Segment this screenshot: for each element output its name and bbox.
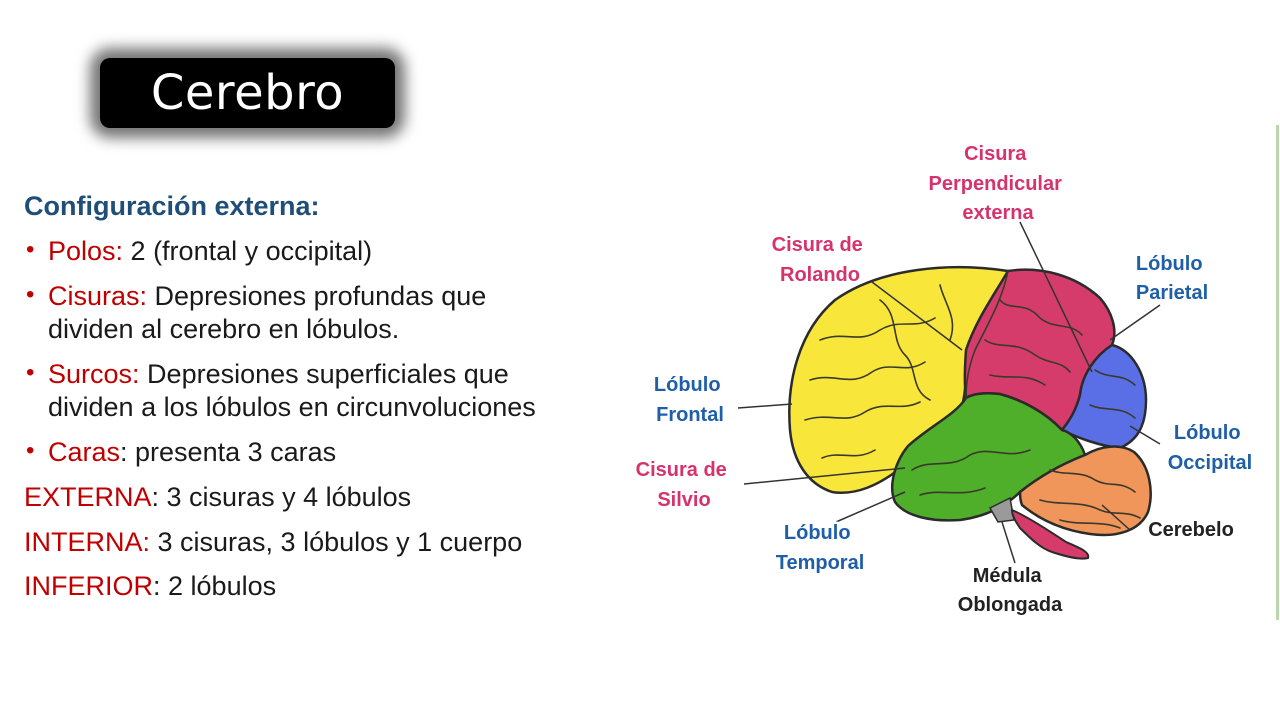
section-heading: Configuración externa: <box>24 191 320 221</box>
desc-inferior: : 2 lóbulos <box>153 571 277 602</box>
desc-cisuras-2: dividen al cerebro en lóbulos. <box>48 313 400 344</box>
desc-caras: : presenta 3 caras <box>120 436 337 467</box>
title-box: Cerebro <box>100 58 395 128</box>
label-cerebelo: Cerebelo <box>1148 519 1234 541</box>
label-lobulo-frontal-l2: Frontal <box>656 404 724 426</box>
label-lobulo-temporal: Lóbulo Temporal <box>776 522 865 574</box>
term-cisuras: Cisuras: <box>48 280 148 311</box>
label-medula-l2: Oblongada <box>958 594 1063 616</box>
term-interna: INTERNA: <box>24 526 151 557</box>
desc-polos: 2 (frontal y occipital) <box>123 235 373 266</box>
sulci-lines <box>804 270 1141 529</box>
term-caras: Caras <box>48 436 121 467</box>
label-medula-oblongada: Médula Oblongada <box>958 565 1063 616</box>
desc-interna: 3 cisuras, 3 lóbulos y 1 cuerpo <box>150 526 523 557</box>
lobe-occipital <box>1060 343 1148 450</box>
label-cisura-perpendicular-l3: externa <box>962 202 1034 224</box>
term-externa: EXTERNA <box>24 481 152 512</box>
label-cisura-rolando-l2: Rolando <box>780 264 860 286</box>
desc-surcos: Depresiones superficiales que <box>139 358 509 389</box>
desc-externa: : 3 cisuras y 4 lóbulos <box>151 481 412 512</box>
page-title: Cerebro <box>150 65 345 121</box>
label-cisura-perpendicular-l1: Cisura <box>964 143 1027 165</box>
label-lobulo-occipital: Lóbulo Occipital <box>1168 422 1252 474</box>
face-inferior: INFERIOR: 2 lóbulos <box>24 570 624 603</box>
bullet-list: Polos: 2 (frontal y occipital) Cisuras: … <box>24 235 624 469</box>
image-edge <box>1276 125 1279 620</box>
desc-cisuras: Depresiones profundas que <box>147 280 487 311</box>
label-cisura-silvio: Cisura de Silvio <box>636 459 733 511</box>
text-content: Configuración externa: Polos: 2 (frontal… <box>24 190 624 615</box>
label-cisura-perpendicular: Cisura Perpendicular externa <box>929 143 1068 224</box>
label-cisura-silvio-l1: Cisura de <box>636 459 727 481</box>
label-lobulo-frontal: Lóbulo Frontal <box>654 374 726 426</box>
term-polos: Polos: <box>48 235 124 266</box>
leader-lines <box>737 221 1161 564</box>
label-lobulo-parietal-l2: Parietal <box>1136 282 1208 304</box>
label-lobulo-parietal: Lóbulo Parietal <box>1136 253 1208 304</box>
bullet-polos: Polos: 2 (frontal y occipital) <box>24 235 624 268</box>
label-cisura-silvio-l2: Silvio <box>657 489 710 511</box>
label-lobulo-temporal-l1: Lóbulo <box>784 522 851 544</box>
term-inferior: INFERIOR <box>24 571 154 602</box>
term-surcos: Surcos: <box>48 358 140 389</box>
label-cisura-perpendicular-l2: Perpendicular <box>929 173 1063 195</box>
bullet-cisuras: Cisuras: Depresiones profundas quedivide… <box>24 280 624 346</box>
face-externa: EXTERNA: 3 cisuras y 4 lóbulos <box>24 481 624 514</box>
label-cerebelo-l1: Cerebelo <box>1148 519 1234 541</box>
bullet-surcos: Surcos: Depresiones superficiales quediv… <box>24 358 624 424</box>
label-lobulo-parietal-l1: Lóbulo <box>1136 253 1203 275</box>
label-cisura-rolando-l1: Cisura de <box>772 234 863 256</box>
brainstem-grey <box>988 496 1015 523</box>
label-lobulo-frontal-l1: Lóbulo <box>654 374 721 396</box>
label-lobulo-occipital-l1: Lóbulo <box>1174 422 1241 444</box>
label-lobulo-temporal-l2: Temporal <box>776 552 865 574</box>
desc-surcos-2: dividen a los lóbulos en circunvolucione… <box>48 391 536 422</box>
face-interna: INTERNA: 3 cisuras, 3 lóbulos y 1 cuerpo <box>24 526 624 559</box>
medulla <box>1010 508 1090 560</box>
bullet-caras: Caras: presenta 3 caras <box>24 436 624 469</box>
label-lobulo-occipital-l2: Occipital <box>1168 452 1252 474</box>
brain-diagram: Cisura Perpendicular externa Cisura de R… <box>633 125 1279 620</box>
label-medula-l1: Médula <box>973 565 1043 587</box>
label-cisura-rolando: Cisura de Rolando <box>772 234 869 286</box>
